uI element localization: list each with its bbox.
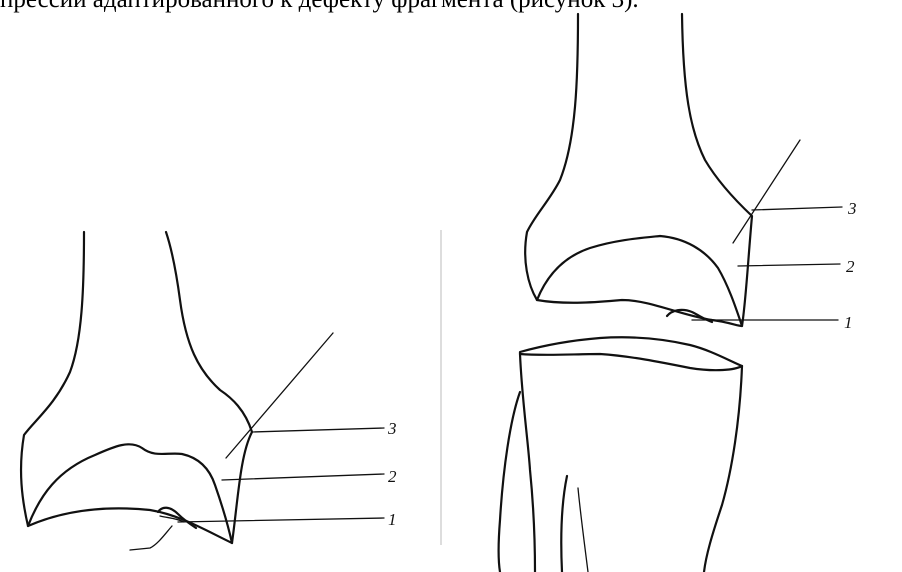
left-label-1: 1 (388, 510, 397, 529)
left-leader-3 (252, 428, 384, 432)
right-tibia-shaft (520, 354, 535, 572)
right-leader-2 (738, 264, 840, 266)
left-tail-line (130, 526, 172, 550)
right-leader-3 (752, 207, 842, 210)
left-label-3: 3 (387, 419, 397, 438)
right-label-3: 3 (847, 199, 857, 218)
left-leader-2 (222, 474, 384, 480)
right-tibia-shaft-medial (704, 366, 742, 572)
right-knee-figure: 3 2 1 (499, 14, 857, 572)
left-femur-figure: 3 2 1 (21, 232, 397, 550)
left-leader-1 (178, 518, 384, 522)
right-pointer-line (733, 140, 800, 243)
right-fibula-inner (561, 476, 567, 572)
right-condyle-ridge (537, 236, 742, 326)
left-femur-outline (21, 232, 252, 543)
right-femur-outline (525, 14, 752, 326)
right-label-2: 2 (846, 257, 855, 276)
right-fibula (499, 392, 521, 572)
left-label-2: 2 (388, 467, 397, 486)
right-tibia-plateau (520, 337, 742, 370)
left-pointer-line (226, 333, 333, 458)
right-label-1: 1 (844, 313, 853, 332)
right-fibula-strand (578, 488, 588, 572)
